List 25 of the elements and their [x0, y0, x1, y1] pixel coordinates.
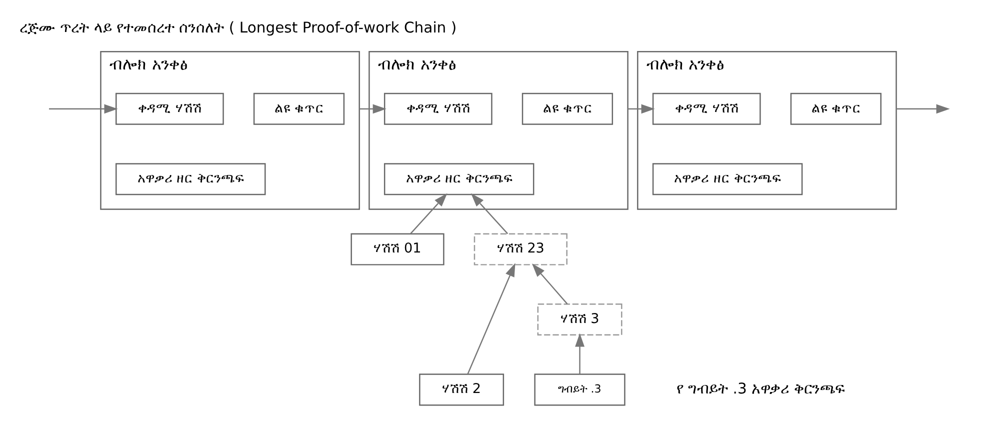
arrow — [532, 263, 568, 304]
node-box: ግብይት .3 — [534, 374, 626, 406]
node-box: ልዩ ቁጥር — [522, 92, 614, 125]
node-box: ሃሽሽ 2 — [419, 374, 504, 406]
node-box: ሃሽሽ 01 — [350, 233, 444, 266]
arrow — [896, 104, 950, 114]
node-box: ሃሽሽ 3 — [537, 303, 622, 336]
node-box: ቀዳሚ ሃሽሽ — [384, 92, 492, 125]
node-box: አዋቃሪ ዘር ቅርንጫፍ — [116, 163, 266, 196]
node-box: ቀዳሚ ሃሽሽ — [116, 92, 224, 125]
arrow — [49, 104, 118, 114]
diagram-title: ረጅሙ ጥረት ላይ የተመሰረተ ሰንሰለት ( Longest Proof-of-work Chain ) — [19, 20, 457, 37]
label: የ ግብይት .3 አዋቃሪ ቅርንጫፍ — [676, 380, 846, 398]
node-box: ቀዳሚ ሃሽሽ — [652, 92, 761, 125]
arrow — [575, 333, 585, 374]
node-box: ልዩ ቁጥር — [790, 92, 882, 125]
arrow — [470, 193, 508, 234]
node-box: ሃሽሽ 23 — [474, 233, 568, 266]
arrow — [410, 193, 448, 234]
node-box: አዋቃሪ ዘር ቅርንጫፍ — [384, 163, 534, 196]
arrow — [467, 263, 516, 374]
node-box: ልዩ ቁጥር — [253, 92, 345, 125]
arrow — [628, 104, 655, 114]
arrow — [359, 104, 386, 114]
node-box: አዋቃሪ ዘር ቅርንጫፍ — [652, 163, 803, 196]
